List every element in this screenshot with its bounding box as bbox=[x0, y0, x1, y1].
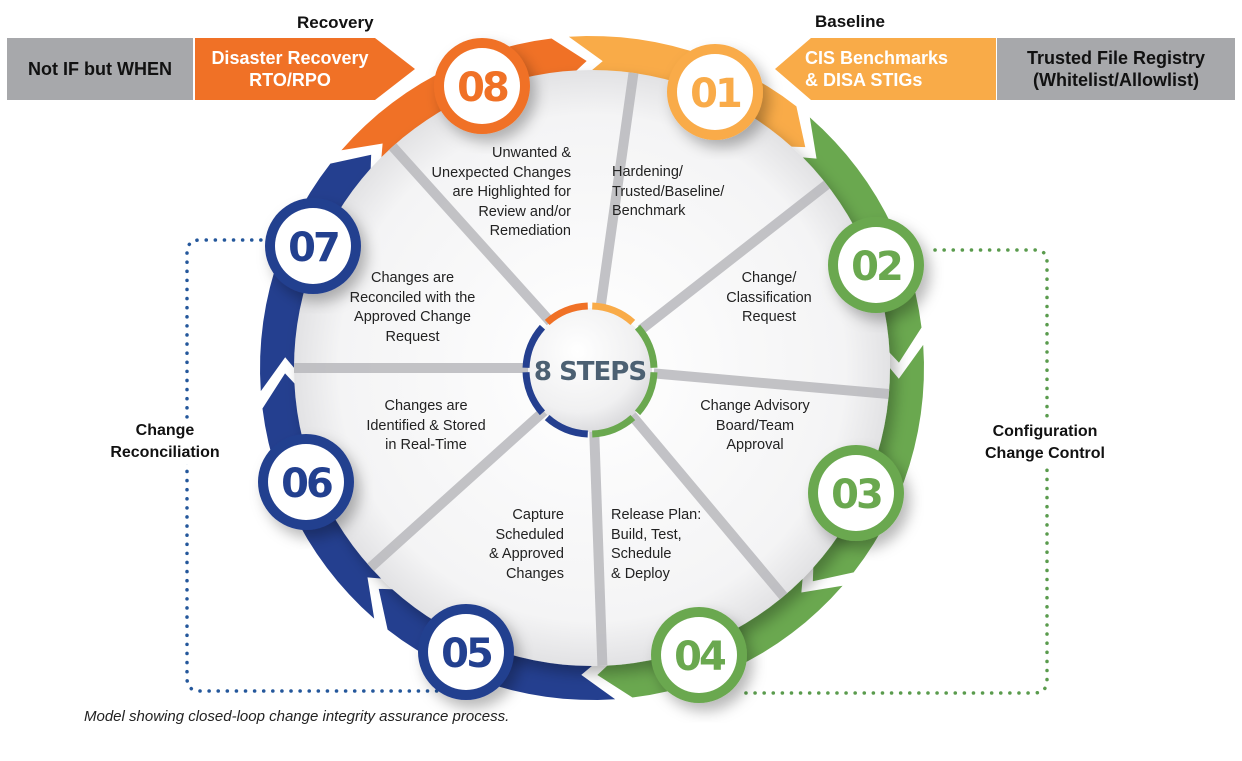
trusted-file-registry-line1: Trusted File Registry bbox=[1026, 48, 1206, 68]
step-06-text: Changes are Identified & Stored in Real-… bbox=[366, 398, 486, 453]
disaster-recovery-box: Disaster Recovery RTO/RPO bbox=[195, 38, 385, 100]
cis-benchmarks-line2: & DISA STIGs bbox=[805, 70, 923, 90]
center-ring-segment bbox=[522, 371, 546, 416]
trusted-file-registry-box: Trusted File Registry (Whitelist/Allowli… bbox=[997, 38, 1235, 100]
trusted-file-registry-line2: (Whitelist/Allowlist) bbox=[1033, 70, 1199, 90]
step-08-text: Unwanted & Unexpected Changes are Highli… bbox=[431, 145, 571, 239]
center-hub: 8 STEPS bbox=[522, 302, 658, 438]
spoke-divider bbox=[595, 72, 639, 308]
step-number-01: 01 bbox=[690, 71, 741, 117]
step-03-text: Change Advisory Board/Team Approval bbox=[700, 398, 810, 453]
step-02-text: Change/ Classification Request bbox=[726, 270, 812, 325]
not-if-but-when-label: Not IF but WHEN bbox=[28, 59, 172, 79]
step-badge-04: 04 bbox=[651, 607, 747, 703]
recovery-caption: Recovery bbox=[297, 13, 374, 32]
spoke-divider bbox=[367, 405, 550, 572]
step-04-text: Release Plan: Build, Test, Schedule & De… bbox=[611, 507, 702, 582]
center-ring-segment bbox=[544, 414, 589, 438]
center-ring-segment bbox=[634, 371, 658, 416]
step-number-05: 05 bbox=[441, 631, 492, 677]
step-badge-03: 03 bbox=[808, 445, 904, 541]
configuration-change-control-loop bbox=[743, 248, 1049, 695]
step-number-06: 06 bbox=[281, 461, 332, 507]
spoke-divider bbox=[628, 412, 788, 600]
step-badge-05: 05 bbox=[418, 604, 514, 700]
disaster-recovery-arrow bbox=[195, 38, 415, 100]
cis-benchmarks-box: CIS Benchmarks & DISA STIGs bbox=[805, 38, 975, 100]
center-ring-segment bbox=[544, 302, 589, 326]
step-number-04: 04 bbox=[674, 634, 725, 680]
step-number-03: 03 bbox=[831, 472, 881, 518]
configuration-change-control-label: Configuration Change Control bbox=[965, 421, 1125, 465]
spoke-divider bbox=[589, 429, 608, 666]
step-07-text: Changes are Reconciled with the Approved… bbox=[349, 270, 476, 345]
step-01-text: Hardening/ Trusted/Baseline/ Benchmark bbox=[612, 164, 725, 219]
step-badge-02: 02 bbox=[828, 217, 924, 313]
spoke-divider bbox=[653, 368, 890, 399]
step-badge-07: 07 bbox=[265, 198, 361, 294]
step-number-08: 08 bbox=[457, 65, 508, 111]
not-if-but-when-box: Not IF but WHEN bbox=[7, 38, 193, 100]
baseline-caption: Baseline bbox=[815, 12, 885, 31]
cis-benchmarks-arrow bbox=[775, 38, 996, 100]
center-ring-segment bbox=[634, 324, 658, 369]
step-badge-08: 08 bbox=[434, 38, 530, 134]
center-ring-segment bbox=[522, 324, 546, 369]
change-reconciliation-label: Change Reconciliation bbox=[98, 420, 232, 464]
spoke-divider bbox=[388, 143, 555, 326]
center-ring-segment bbox=[591, 414, 636, 438]
cis-benchmarks-line1: CIS Benchmarks bbox=[805, 48, 949, 68]
step-badge-01: 01 bbox=[667, 44, 763, 140]
step-badge-06: 06 bbox=[258, 434, 354, 530]
figure-caption: Model showing closed-loop change integri… bbox=[84, 708, 510, 725]
center-label: 8 STEPS bbox=[534, 357, 646, 387]
center-hub-circle bbox=[528, 308, 652, 432]
center-ring-segment bbox=[591, 302, 636, 326]
spoke-divider bbox=[637, 180, 830, 334]
step-05-text: Capture Scheduled & Approved Changes bbox=[489, 507, 564, 582]
disaster-recovery-line2: RTO/RPO bbox=[249, 70, 331, 90]
step-number-07: 07 bbox=[288, 225, 338, 271]
step-number-02: 02 bbox=[851, 244, 901, 290]
disaster-recovery-line1: Disaster Recovery bbox=[211, 48, 369, 68]
